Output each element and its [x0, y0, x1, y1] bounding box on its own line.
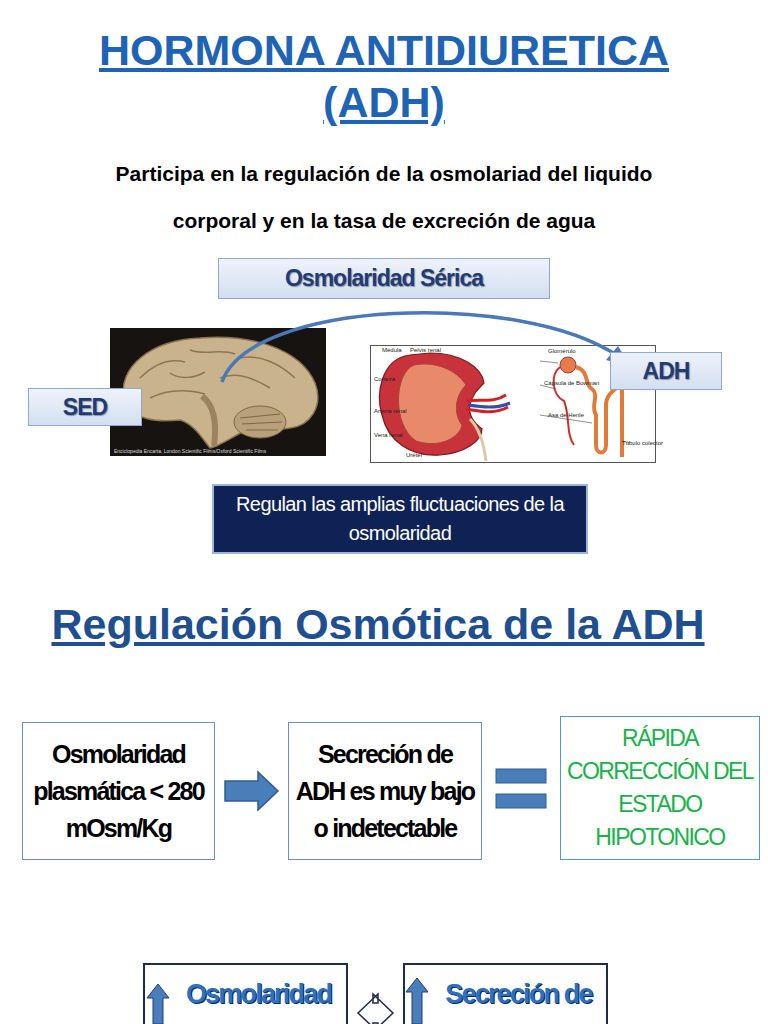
cerebellum: [234, 406, 286, 438]
concept-band: ADH: [610, 352, 722, 390]
node-text: SED: [63, 394, 107, 421]
intro-text: Participa en la regulación de la osmolar…: [78, 150, 690, 244]
photo-background: [110, 328, 326, 456]
equals-bar: [496, 769, 546, 783]
image-credit: Enciclopedia Encarta, London Scientific …: [114, 448, 324, 454]
block-arrow: [225, 772, 278, 810]
kidney-medulla: [399, 364, 467, 444]
part-label: Médula: [382, 347, 402, 354]
brain-stem: [202, 396, 215, 446]
process-box: Secreción de: [403, 963, 608, 1024]
part-label: Pelvis renal: [410, 347, 441, 354]
concept-band: Osmolaridad Sérica: [218, 258, 550, 299]
brain-photo: [110, 328, 326, 456]
part-label: Uréter: [406, 452, 423, 459]
part-label: Corteza: [374, 376, 395, 383]
brain-gyri: [140, 350, 295, 398]
part-label: Vena renal: [374, 432, 403, 439]
nephron-vessels: [554, 367, 574, 445]
renal-artery: [466, 395, 508, 412]
process-box: Osmolaridad plasmática < 280 mOsm/Kg: [22, 722, 215, 860]
equals-sign: [494, 766, 548, 812]
page-title: HORMONA ANTIDIURETICA (ADH): [50, 24, 718, 128]
part-label: Glomérulo: [548, 348, 576, 355]
ureter: [470, 419, 486, 461]
node-text: Regulan las amplias fluctuaciones de la …: [224, 490, 576, 548]
curved-arrow-line: [222, 313, 618, 382]
part-label: Asa de Henle: [548, 412, 584, 419]
node-text: RÁPIDA CORRECCIÓN DEL ESTADO HIPOTONICO: [567, 722, 753, 854]
node-text: Osmolaridad Sérica: [285, 265, 483, 292]
node-text: Osmolaridad: [186, 979, 331, 1010]
summary-box: Regulan las amplias fluctuaciones de la …: [212, 484, 588, 554]
concept-band: SED: [28, 388, 142, 426]
part-label: Cápsula de Bowman: [544, 380, 599, 387]
node-text: Secreción de ADH es muy bajo o indetecta…: [295, 736, 475, 847]
equals-bar: [496, 794, 546, 808]
renal-vein: [468, 403, 510, 407]
part-label: Arteria renal: [374, 408, 407, 415]
section-heading: Regulación Osmótica de la ADH: [48, 596, 708, 652]
cerebellum-folds: [240, 414, 282, 430]
node-text: ADH: [643, 358, 690, 385]
brain-shape: [123, 337, 318, 448]
result-box: RÁPIDA CORRECCIÓN DEL ESTADO HIPOTONICO: [560, 716, 760, 860]
node-text: Osmolaridad plasmática < 280 mOsm/Kg: [29, 736, 208, 847]
process-box: Osmolaridad: [143, 963, 348, 1024]
up-arrow-symbol: [405, 976, 429, 1024]
part-label: Túbulo colector: [622, 440, 663, 447]
block-arrow: [358, 994, 393, 1024]
glomerulus: [560, 357, 576, 373]
up-arrow-symbol: [146, 982, 170, 1024]
node-text: Secreción de: [445, 979, 591, 1010]
process-box: Secreción de ADH es muy bajo o indetecta…: [288, 722, 482, 860]
